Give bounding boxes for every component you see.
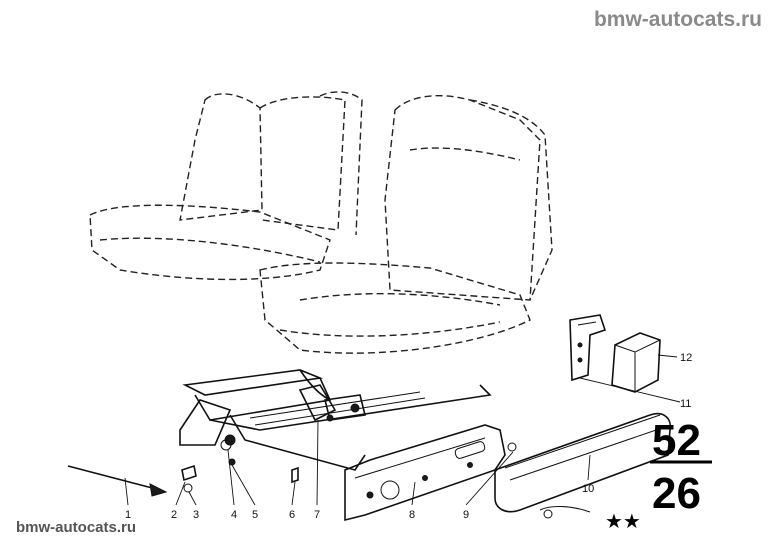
seat-left-outline: [89, 91, 363, 281]
group-label: 52 26: [650, 416, 712, 518]
seat-frame: [179, 369, 492, 471]
callout-12: 12: [680, 352, 692, 364]
watermark-top: bmw-autocats.ru: [593, 8, 762, 31]
callout-8: 8: [409, 509, 415, 521]
seat-right-outline: [259, 95, 553, 354]
leader-lines: [124, 354, 681, 506]
cover-cap: [611, 332, 661, 393]
side-panel: [344, 424, 506, 522]
trim-cover: [494, 412, 672, 513]
callout-6: 6: [289, 509, 295, 521]
group-number: 52: [652, 416, 701, 465]
callout-numbers: 1 2 3 4 5 6 7 8 9 10 11 12: [125, 352, 692, 521]
callout-9: 9: [463, 509, 469, 521]
callout-2: 2: [171, 509, 177, 521]
callout-7: 7: [314, 509, 320, 521]
watermark-bottom: bmw-autocats.ru: [16, 519, 137, 536]
bracket: [569, 314, 607, 382]
callout-1: 1: [125, 509, 131, 521]
callout-10: 10: [582, 483, 594, 495]
callout-3: 3: [193, 509, 199, 521]
callout-5: 5: [252, 509, 258, 521]
stars-mark: ★★: [605, 509, 641, 533]
callout-4: 4: [231, 509, 237, 521]
callout-11: 11: [680, 398, 691, 410]
small-parts: [67, 439, 591, 519]
sub-group-number: 26: [652, 469, 701, 518]
